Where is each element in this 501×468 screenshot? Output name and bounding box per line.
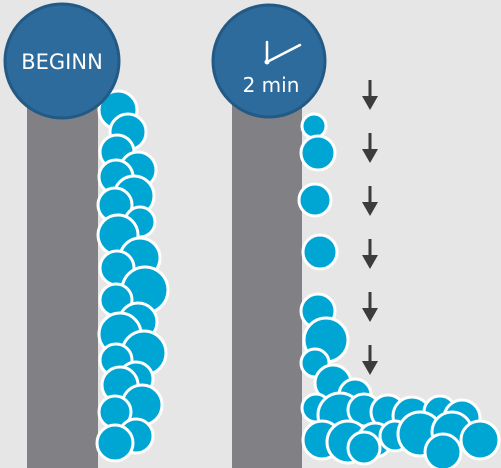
down-arrow-icon [362,239,378,269]
after-bubble [423,432,463,468]
down-arrow-icon [362,186,378,216]
after-bubble [301,233,339,271]
down-arrow-icon [362,80,378,110]
after-bubble [346,430,382,466]
start-bubble-cluster [95,89,170,463]
after-bubble [297,182,333,218]
start-badge-circle [3,2,121,120]
down-arrow-icon [362,292,378,322]
down-arrow-icon [362,133,378,163]
start-bubble [95,423,135,463]
start-badge-label: BEGINN [21,50,103,74]
after-badge-label: 2 min [243,73,300,97]
after-badge: 2 min [211,3,327,119]
after-bubble [299,134,337,172]
down-arrow-icon [362,345,378,375]
after-column [232,55,302,468]
panel-after: 2 min [211,3,501,468]
falling-arrows [362,80,378,375]
clock-hand-icon [264,40,302,65]
start-badge: BEGINN [3,2,121,120]
after-bubble-cluster [297,112,501,468]
after-bubble [459,419,501,461]
start-column [27,55,98,468]
panel-start: BEGINN [3,2,170,468]
after-bubble [300,112,328,140]
